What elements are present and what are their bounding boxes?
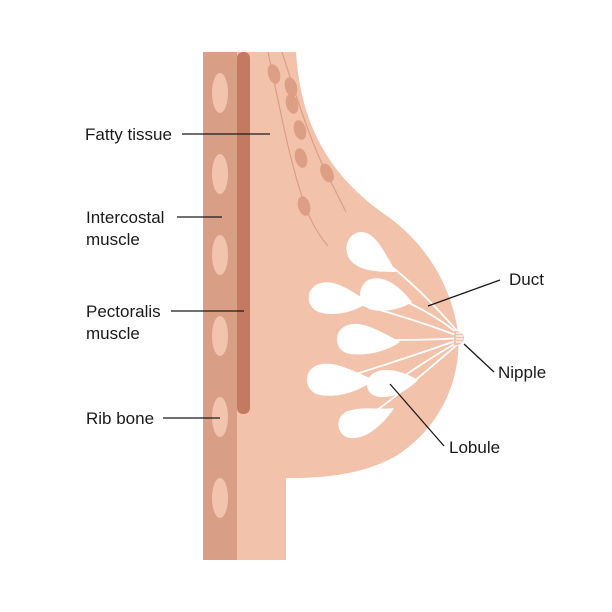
lobules	[306, 232, 418, 439]
lobule-leader	[389, 383, 445, 447]
label-pectoralis-line1: Pectoralis	[86, 302, 161, 321]
rib-bone	[212, 73, 228, 113]
rib-bone	[212, 154, 228, 194]
lobule	[366, 369, 418, 398]
label-lobule: Lobule	[449, 438, 500, 457]
fat-lobe	[320, 163, 334, 183]
rib-bone	[212, 397, 228, 437]
label-intercostal-muscle: Intercostal muscle	[86, 208, 169, 249]
pectoralis-muscle-strip	[237, 52, 250, 414]
label-fatty-tissue: Fatty tissue	[85, 125, 172, 144]
lobule	[346, 232, 396, 272]
rib-bone	[212, 235, 228, 275]
labels: Fatty tissue Intercostal muscle Pectoral…	[85, 125, 546, 457]
label-intercostal-line1: Intercostal	[86, 208, 164, 227]
lobule	[306, 363, 374, 396]
label-pectoralis-line2: muscle	[86, 324, 140, 343]
label-rib-bone: Rib bone	[86, 409, 154, 428]
label-intercostal-line2: muscle	[86, 230, 140, 249]
lobule	[338, 408, 394, 439]
fat-lobe	[285, 94, 299, 114]
label-nipple: Nipple	[498, 363, 546, 382]
lobule	[336, 323, 400, 355]
rib-bones	[212, 73, 228, 518]
duct-leader	[427, 279, 501, 307]
lobule	[360, 278, 412, 311]
label-duct: Duct	[509, 270, 544, 289]
lobule	[308, 282, 368, 314]
fat-lobes	[267, 51, 347, 247]
fat-lobe	[294, 148, 308, 168]
fat-lobe	[267, 64, 281, 84]
label-pectoralis-muscle: Pectoralis muscle	[86, 302, 165, 343]
leader-lines	[163, 133, 501, 447]
fat-lobe-chain-line	[267, 51, 329, 247]
chest-wall	[203, 52, 237, 560]
fat-lobe	[293, 120, 307, 140]
rib-bone	[212, 316, 228, 356]
fat-lobe	[284, 77, 298, 97]
fat-lobe	[297, 196, 311, 216]
nipple	[454, 330, 464, 346]
nipple-leader	[463, 343, 495, 373]
rib-bone	[212, 478, 228, 518]
